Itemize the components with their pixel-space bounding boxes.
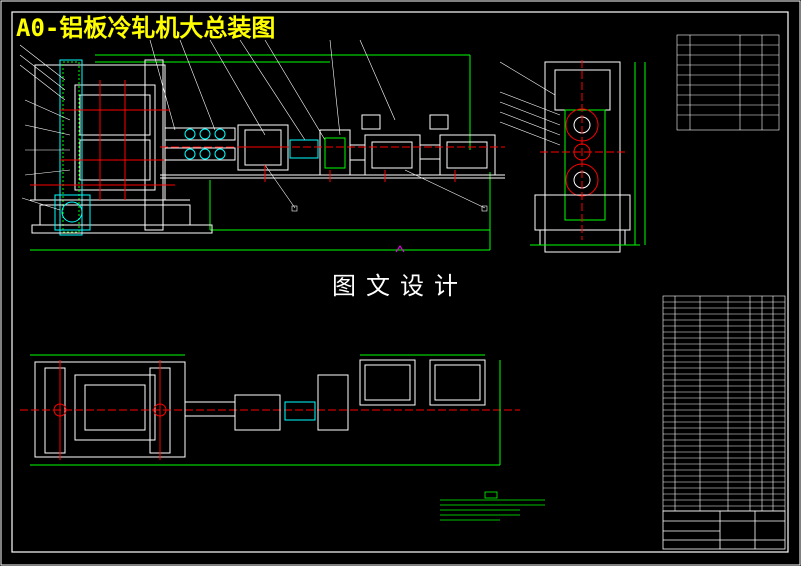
side-view	[499, 60, 646, 253]
drawing-title: A0-铝板冷轧机大总装图	[16, 14, 275, 42]
parts-list-table	[662, 295, 786, 512]
technical-spec-table	[676, 34, 780, 131]
inner-frame	[11, 11, 789, 553]
watermark-text: 图文设计	[332, 272, 468, 300]
top-view	[20, 354, 520, 466]
title-block	[662, 510, 786, 550]
front-view	[19, 39, 505, 253]
notes-block	[440, 491, 545, 521]
